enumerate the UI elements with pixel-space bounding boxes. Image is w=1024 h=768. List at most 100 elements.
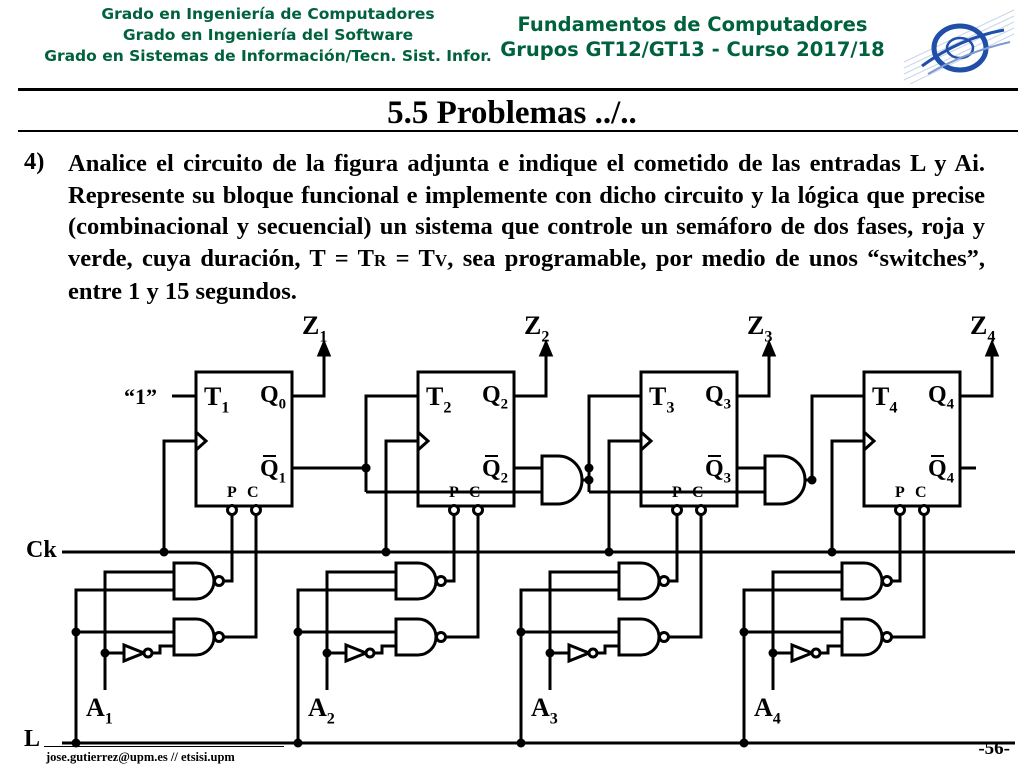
ff1-q-out xyxy=(292,352,326,398)
ff1-qbar-label-main: Q xyxy=(260,456,279,482)
ff1-q-label-main: Q xyxy=(260,382,279,408)
ff1-nand-top xyxy=(172,561,216,601)
ff3-q-label-sub: 3 xyxy=(724,397,731,413)
ff3-qbar-label-main: Q xyxy=(705,456,724,482)
ff3-t-wire xyxy=(587,394,641,468)
ff2-clear-label-main: C xyxy=(469,484,481,501)
ff3-preset-bubble xyxy=(671,504,683,516)
problem-number: 4) xyxy=(24,148,45,175)
ff4-ck-wire xyxy=(830,439,864,552)
ff3-ck-dot xyxy=(604,547,614,557)
ff2-and-gate xyxy=(540,454,584,506)
ff3-clock-triangle xyxy=(639,430,654,452)
ff1-t-label: T1 xyxy=(204,382,229,416)
ff1-preset-bubble xyxy=(226,504,238,516)
ff2-load-top xyxy=(296,588,396,743)
ff1-t-label-main: T xyxy=(204,382,221,411)
ff4-a-label-sub: 4 xyxy=(773,710,781,727)
ff2-qbar-label-sub: 2 xyxy=(501,471,508,487)
ff3-q-out xyxy=(737,352,771,398)
ff4-clear-label: C xyxy=(915,484,927,501)
ff4-a-dot xyxy=(768,648,778,658)
ff3-preset-label-main: P xyxy=(672,484,682,501)
ff3-z-label-main: Z xyxy=(747,311,764,340)
footer-rule xyxy=(44,746,284,747)
ff2-q-label: Q2 xyxy=(482,382,508,413)
ff1-a-label: A1 xyxy=(86,693,113,727)
ff3-nand-top-bubble xyxy=(658,575,670,587)
ff2-t-label-main: T xyxy=(426,382,443,411)
ff3-t-label: T3 xyxy=(649,382,674,416)
ff4-box xyxy=(862,370,962,508)
ff2-nand-top-bubble xyxy=(435,575,447,587)
ff3-clear-bubble xyxy=(695,504,707,516)
ff3-and-gate xyxy=(763,454,807,506)
ff4-t-wire xyxy=(810,394,864,468)
ff2-clock-triangle xyxy=(416,430,431,452)
ff2-chain-dot xyxy=(361,463,371,473)
ff3-inverter xyxy=(567,642,594,664)
ff3-inv-out xyxy=(597,644,619,655)
ff3-preset-label: P xyxy=(672,484,682,501)
ff4-z-label: Z4 xyxy=(970,311,995,345)
ff4-t-label-sub: 4 xyxy=(889,399,897,416)
ff1-q-label: Q0 xyxy=(260,382,286,413)
ff4-nand-top-bubble xyxy=(881,575,893,587)
load-label: L xyxy=(24,726,40,752)
ff1-a-label-sub: 1 xyxy=(105,710,113,727)
ff4-q-label-sub: 4 xyxy=(947,397,955,413)
ff4-a-label: A4 xyxy=(754,693,781,727)
ff3-a-dot xyxy=(545,648,555,658)
degree-line-1: Grado en Ingeniería de Computadores xyxy=(101,5,435,23)
ff1-z-arrow xyxy=(316,339,332,357)
ff2-z-label-main: Z xyxy=(524,311,541,340)
ff1-box xyxy=(194,370,294,508)
ff3-qbar-label-sub: 3 xyxy=(724,471,731,487)
ff4-preset-label-main: P xyxy=(895,484,905,501)
ff2-clear-wire xyxy=(446,514,480,639)
degree-list: Grado en Ingeniería de Computadores Grad… xyxy=(18,4,518,67)
problem-statement: Analice el circuito de la figura adjunta… xyxy=(68,148,985,308)
ff2-inverter xyxy=(344,642,371,664)
ff4-a-label-main: A xyxy=(754,693,773,722)
ff4-clock-triangle xyxy=(862,430,877,452)
title-rule xyxy=(18,130,1018,132)
ff1-preset-label: P xyxy=(227,484,237,501)
ff2-nand-bottom-bubble xyxy=(435,631,447,643)
ff1-load-root-dot xyxy=(71,738,81,748)
ff4-q-out xyxy=(960,352,994,398)
ff3-z-arrow xyxy=(761,339,777,357)
clock-label-main: Ck xyxy=(26,537,57,563)
ff4-qbar-label-main: Q xyxy=(928,456,947,482)
ff4-nand-bottom-bubble xyxy=(881,631,893,643)
ff4-clear-bubble xyxy=(918,504,930,516)
course-header: Fundamentos de Computadores Grupos GT12/… xyxy=(500,12,885,62)
ff3-chain-dot xyxy=(584,463,594,473)
ff3-z-label: Z3 xyxy=(747,311,772,345)
footer-email: jose.gutierrez@upm.es // etsisi.upm xyxy=(46,750,235,764)
ff1-a-dot xyxy=(100,648,110,658)
ff3-load-root-dot xyxy=(516,738,526,748)
ff3-qbar-label: Q3 xyxy=(705,456,731,487)
ff1-clear-label-main: C xyxy=(247,484,259,501)
ff2-t-label-sub: 2 xyxy=(443,399,451,416)
ff2-clear-bubble xyxy=(472,504,484,516)
ff1-preset-wire xyxy=(224,514,234,583)
ff3-z-label-sub: 3 xyxy=(764,328,772,345)
ff3-q-label-main: Q xyxy=(705,382,724,408)
ff1-clear-wire xyxy=(224,514,258,639)
ff4-q-label-main: Q xyxy=(928,382,947,408)
ff4-z-label-main: Z xyxy=(970,311,987,340)
ff1-clear-bubble xyxy=(250,504,262,516)
ff3-and-out-dot xyxy=(807,475,817,485)
header-rule-thick xyxy=(18,88,1018,91)
ff3-preset-wire xyxy=(669,514,679,583)
subscript-v: V xyxy=(434,250,448,270)
ff4-load-root-dot xyxy=(739,738,749,748)
ff2-load-root-dot xyxy=(293,738,303,748)
problem-text-before: Analice el circuito de la figura adjunta… xyxy=(68,150,985,272)
ff4-load-top xyxy=(742,588,842,743)
ff3-a-label: A3 xyxy=(531,693,558,727)
ff2-qbar-label: Q2 xyxy=(482,456,508,487)
input-one-label: “1” xyxy=(124,384,157,409)
